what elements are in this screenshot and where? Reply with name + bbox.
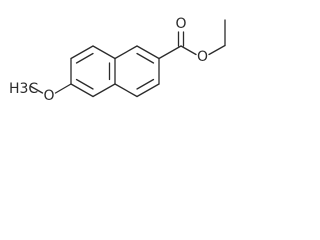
bond [114,83,138,98]
structure-diagram: H3C O O O [9,16,226,104]
methoxy-group [30,83,72,94]
ether-oxygen-label: O [43,88,54,104]
methyl-label: H3C [9,81,38,97]
double-bond-inner [75,52,94,64]
bond [30,85,44,94]
bond [70,45,94,60]
bond [92,83,116,98]
bond [54,83,72,94]
bond [158,45,182,60]
bond [92,45,116,60]
double-bond-inner [136,78,155,90]
ring-left [70,45,116,98]
double-bond-inner [136,52,155,64]
bond [136,83,160,98]
ring-right [114,45,160,98]
bond [180,45,197,56]
bond [114,45,138,60]
ester-oxygen-label: O [197,49,208,65]
bond [208,44,226,56]
carbonyl-oxygen-label: O [175,16,186,32]
ester-group [158,19,226,60]
bond [70,83,94,98]
bond [136,45,160,60]
double-bond-inner [75,78,94,90]
